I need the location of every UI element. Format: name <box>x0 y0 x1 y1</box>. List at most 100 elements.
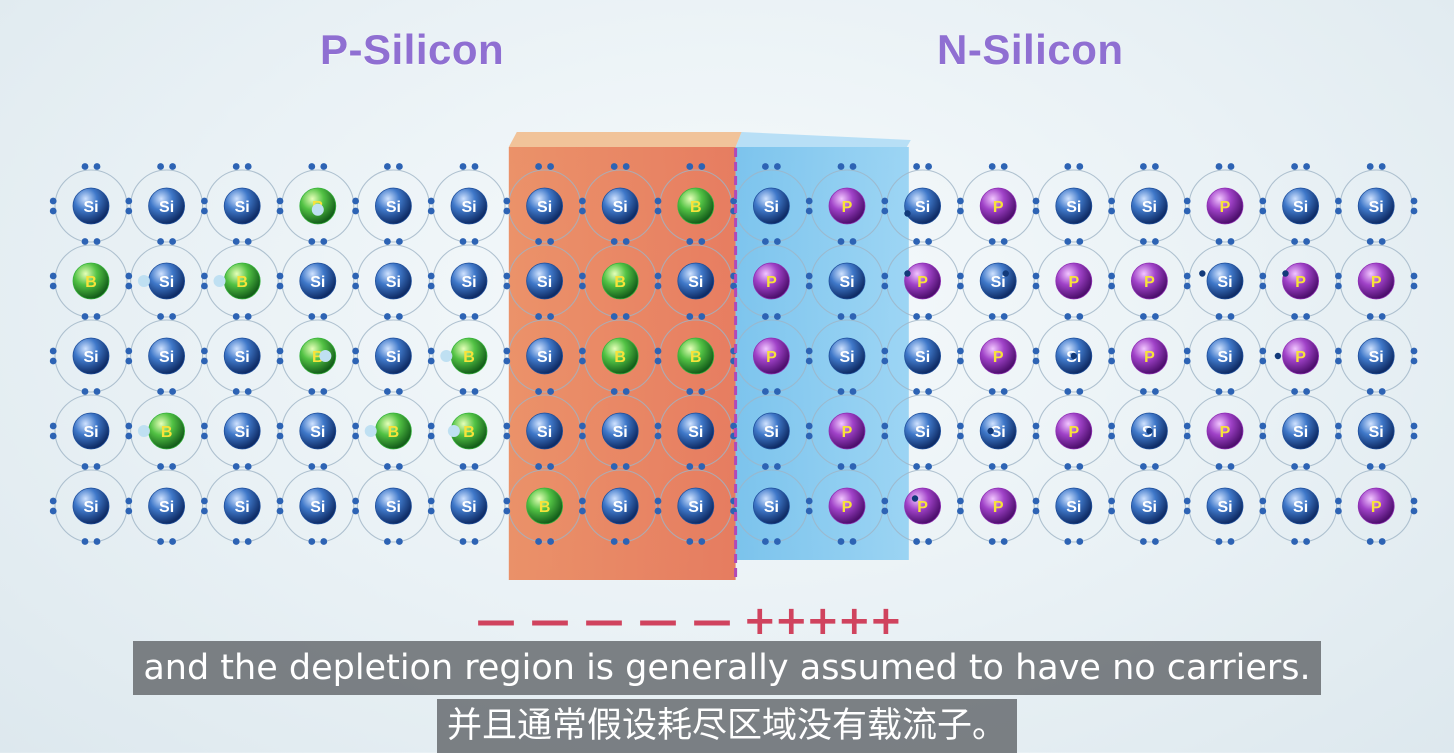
electron <box>427 347 435 355</box>
element-symbol: Si <box>1066 499 1081 516</box>
electron <box>157 463 165 470</box>
electron <box>157 388 165 395</box>
orbit-ring <box>1037 244 1111 318</box>
electron <box>308 388 316 395</box>
nucleus <box>1357 487 1395 525</box>
electron <box>125 197 133 205</box>
electron <box>503 357 511 365</box>
element-symbol: Si <box>613 199 628 216</box>
electron <box>1227 538 1235 545</box>
nucleus <box>526 487 563 525</box>
electron <box>384 538 391 545</box>
electron <box>957 207 964 215</box>
electron <box>352 507 359 515</box>
electron <box>654 357 662 365</box>
electron <box>384 163 391 170</box>
atom-p: P <box>810 469 884 543</box>
electron <box>49 347 57 355</box>
electron <box>125 347 133 355</box>
electron <box>169 163 177 170</box>
electron <box>698 163 706 170</box>
element-symbol: Si <box>310 274 325 291</box>
electron <box>1183 497 1191 505</box>
electron <box>579 197 586 205</box>
element-symbol: B <box>463 349 475 366</box>
electron <box>384 238 391 245</box>
atom-si: Si <box>130 319 204 393</box>
electron <box>1335 507 1342 515</box>
electron <box>610 538 618 545</box>
electron <box>579 497 586 505</box>
electron <box>1108 497 1115 505</box>
atom-b: B <box>583 319 657 393</box>
electron <box>805 432 813 440</box>
electron <box>459 463 467 470</box>
orbit-ring <box>583 319 657 393</box>
electron <box>1183 197 1191 205</box>
atom-si: Si <box>886 394 960 468</box>
electron <box>913 388 920 395</box>
nucleus <box>1357 412 1395 450</box>
orbit-ring <box>205 169 279 243</box>
element-symbol: Si <box>386 349 401 366</box>
electron <box>837 388 845 395</box>
nucleus <box>1282 187 1319 225</box>
element-symbol: B <box>161 424 173 441</box>
atom-p: P <box>734 319 808 393</box>
atom-si: Si <box>508 244 582 318</box>
electron <box>232 388 240 395</box>
electron <box>774 163 781 170</box>
electron <box>805 347 813 355</box>
electron <box>654 422 662 430</box>
nucleus <box>904 187 941 225</box>
orbit-ring <box>281 169 355 243</box>
electron <box>1183 282 1191 290</box>
element-symbol: Si <box>159 349 174 366</box>
orbit-ring <box>659 244 733 318</box>
electron <box>93 388 101 395</box>
electron <box>837 313 845 320</box>
electron <box>503 507 511 515</box>
electron <box>1108 357 1115 365</box>
electron <box>352 432 359 440</box>
nucleus <box>374 337 412 375</box>
atom-si: Si <box>1188 469 1262 543</box>
electron <box>201 497 208 505</box>
orbit-ring <box>1112 244 1186 318</box>
electron <box>1140 388 1147 395</box>
nucleus <box>1282 337 1319 375</box>
atom-si: Si <box>508 319 582 393</box>
electron <box>1410 197 1418 205</box>
electron <box>610 313 618 320</box>
orbit-ring <box>281 244 355 318</box>
electron <box>849 538 857 545</box>
atom-si: Si <box>356 244 430 318</box>
electron <box>849 238 857 245</box>
atom-p: P <box>886 244 960 318</box>
element-symbol: Si <box>991 424 1006 441</box>
electron <box>352 272 359 280</box>
orbit-ring <box>1112 394 1186 468</box>
nucleus <box>979 187 1017 225</box>
electron <box>1378 163 1386 170</box>
electron <box>1378 538 1386 545</box>
electron <box>1064 238 1072 245</box>
atom-si: Si <box>281 469 355 543</box>
electron <box>49 282 57 290</box>
atom-si: Si <box>810 244 884 318</box>
electron <box>201 272 208 280</box>
electron <box>535 313 542 320</box>
orbit-ring <box>583 394 657 468</box>
element-symbol: P <box>993 499 1004 516</box>
electron <box>1378 388 1386 395</box>
electron <box>1000 388 1008 395</box>
electron <box>1410 507 1418 515</box>
electron <box>988 313 996 320</box>
electron <box>698 388 706 395</box>
free-electron <box>1002 270 1009 277</box>
atom-si: Si <box>810 319 884 393</box>
electron <box>579 422 586 430</box>
element-symbol: Si <box>461 274 476 291</box>
element-symbol: Si <box>764 424 779 441</box>
orbit-ring <box>810 394 884 468</box>
